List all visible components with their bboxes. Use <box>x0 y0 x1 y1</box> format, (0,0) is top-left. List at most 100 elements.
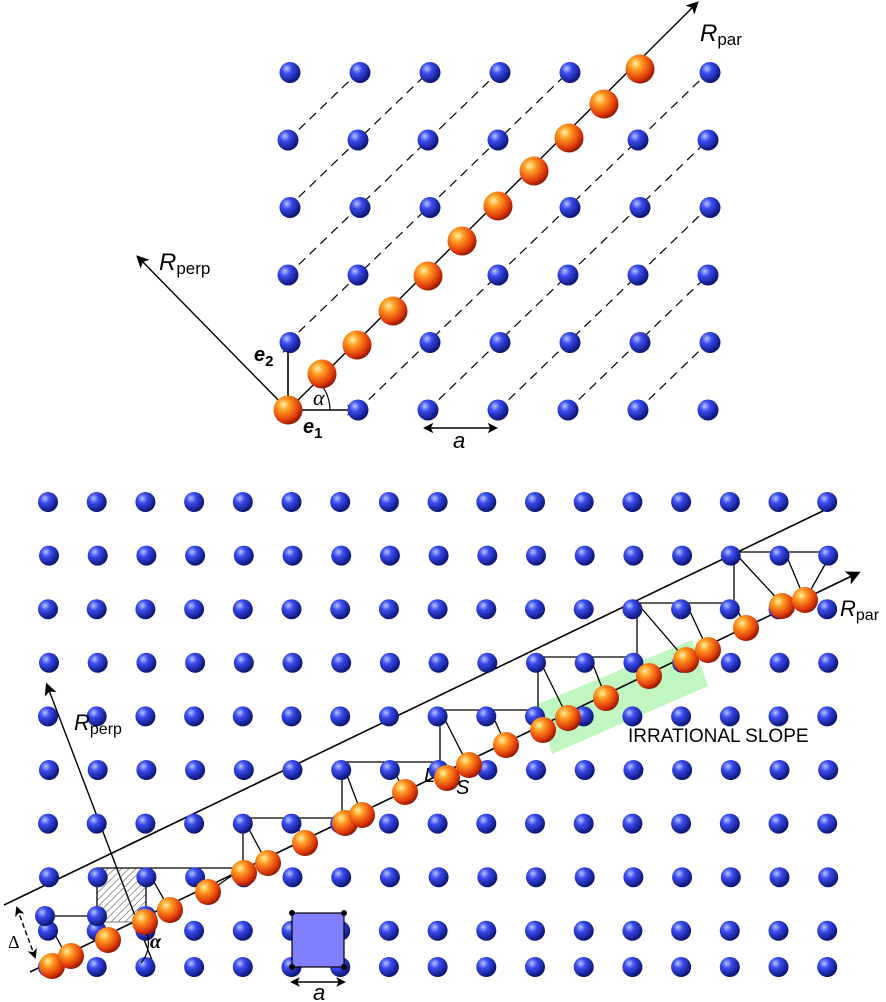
lattice-atom <box>419 332 441 353</box>
lattice-atom <box>378 599 399 620</box>
bottom-lattice-atoms <box>35 492 839 977</box>
top-projected-atoms <box>273 54 655 425</box>
lattice-atom <box>574 867 595 888</box>
lattice-atom <box>720 867 741 888</box>
lattice-atom <box>282 867 303 888</box>
projected-atom <box>733 615 759 641</box>
irrational-slope-label: IRRATIONAL SLOPE <box>628 726 809 747</box>
lattice-atom <box>35 906 55 926</box>
bottom-projected-atoms <box>39 587 818 979</box>
projected-atom <box>157 897 183 923</box>
lattice-atom <box>39 652 59 673</box>
lattice-atom <box>720 760 741 780</box>
top-lattice-atoms <box>277 62 721 421</box>
lattice-atom <box>557 399 579 421</box>
lattice-atom <box>279 332 301 353</box>
delta-width-arrow <box>15 906 37 959</box>
lattice-atom <box>135 599 156 620</box>
lattice-atom <box>136 867 157 888</box>
lattice-atom <box>378 957 399 977</box>
lattice-atom <box>720 545 741 566</box>
lattice-atom <box>623 545 644 566</box>
lattice-atom <box>331 867 352 888</box>
lattice-atom <box>699 197 721 218</box>
lattice-atom <box>769 652 790 673</box>
lattice-atom <box>428 867 449 888</box>
lattice-atom <box>184 706 205 727</box>
lattice-atom <box>622 813 643 834</box>
projected-atom <box>447 226 477 256</box>
lattice-atom <box>768 813 789 834</box>
lattice-atom <box>87 545 108 566</box>
lattice-atom <box>232 706 253 727</box>
dashed-line <box>637 342 709 411</box>
lattice-atom <box>559 62 581 83</box>
lattice-atom <box>526 652 546 673</box>
projected-atom <box>231 860 257 886</box>
lattice-atom <box>769 545 790 566</box>
lattice-atom <box>476 599 497 620</box>
lattice-atom <box>720 652 741 673</box>
lattice-atom <box>282 652 303 673</box>
lattice-atom <box>574 652 595 673</box>
lattice-atom <box>39 545 59 566</box>
lattice-atom <box>487 399 509 421</box>
projected-atom <box>255 850 281 876</box>
lattice-atom <box>378 492 399 512</box>
lattice-atom <box>428 545 449 566</box>
lattice-atom <box>184 813 205 834</box>
projected-atom <box>554 123 584 153</box>
dashed-line <box>357 72 709 411</box>
lattice-atom <box>136 652 157 673</box>
lattice-atom <box>281 706 302 727</box>
delta-label: Δ <box>8 932 20 952</box>
lattice-atom <box>525 492 545 512</box>
lattice-atom <box>185 652 206 673</box>
projected-atom <box>483 191 513 221</box>
lattice-atom <box>38 599 58 620</box>
lattice-atom <box>232 957 253 977</box>
projected-atom <box>456 752 482 778</box>
lattice-atom <box>330 492 351 512</box>
lattice-atom <box>573 920 594 941</box>
lattice-atom <box>477 760 498 780</box>
lattice-atom <box>38 492 58 512</box>
lattice-atom <box>417 399 439 421</box>
lattice-atom <box>277 129 299 151</box>
lattice-atom <box>489 332 511 353</box>
unit-cell-corner-dot <box>341 964 347 970</box>
projected-atom <box>519 156 549 186</box>
lattice-atom <box>573 599 594 620</box>
projected-atom <box>493 732 519 758</box>
lattice-atom <box>330 599 351 620</box>
lattice-atom <box>135 492 156 512</box>
lattice-atom <box>574 760 595 780</box>
lattice-atom <box>281 599 302 620</box>
lattice-atom <box>768 706 789 727</box>
alpha-label: α <box>313 385 325 410</box>
r-perp-label: Rperp <box>159 249 210 278</box>
lattice-atom <box>282 760 303 780</box>
lattice-atom <box>574 545 595 566</box>
long-segment-label: L <box>424 765 435 787</box>
lattice-atom <box>487 264 509 286</box>
projected-atom <box>413 261 443 291</box>
lattice-atom <box>671 920 692 941</box>
lattice-atom <box>489 62 511 83</box>
r-par-label: Rpar <box>700 20 742 49</box>
lattice-atom <box>378 920 399 941</box>
lattice-atom <box>379 760 400 780</box>
lattice-atom <box>347 264 369 286</box>
projected-atom <box>625 54 655 84</box>
lattice-atom <box>347 399 369 421</box>
lattice-atom <box>379 545 400 566</box>
projected-atom <box>593 685 619 711</box>
lattice-atom <box>427 813 448 834</box>
projected-atom <box>349 802 375 828</box>
lattice-atom <box>573 492 594 512</box>
lattice-atom <box>86 492 107 512</box>
